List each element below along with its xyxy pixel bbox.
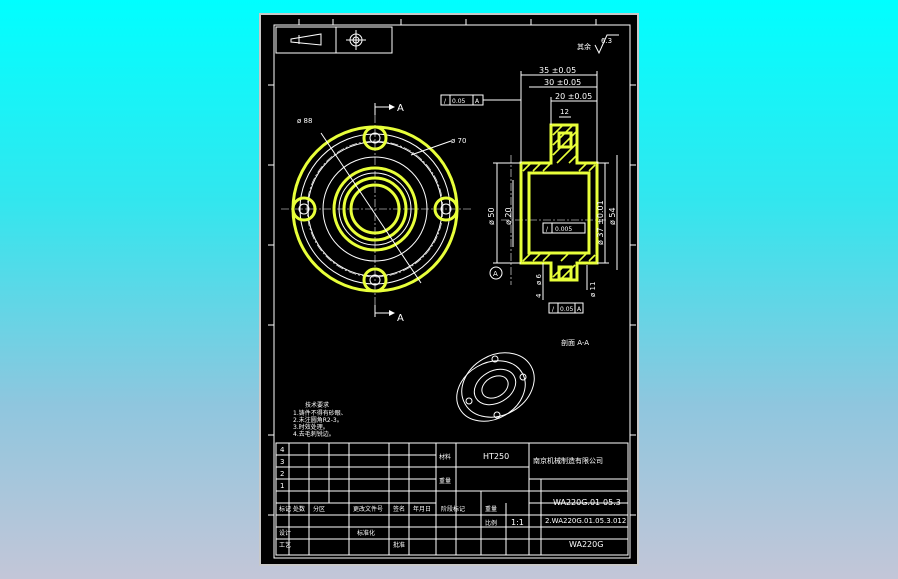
roughness-symbol: 其余 6.3 bbox=[577, 34, 619, 55]
dim-d88: ø 88 bbox=[297, 117, 312, 125]
svg-text:1.铸件不得有砂眼、: 1.铸件不得有砂眼、 bbox=[293, 409, 347, 417]
svg-text:3: 3 bbox=[280, 458, 284, 466]
dim-12: 12 bbox=[560, 108, 569, 116]
svg-text:1: 1 bbox=[280, 482, 284, 490]
svg-text:阶段标记: 阶段标记 bbox=[441, 505, 465, 513]
svg-text:其余: 其余 bbox=[577, 42, 591, 51]
svg-text:标记: 标记 bbox=[279, 505, 291, 513]
dim-d50: ø 50 bbox=[487, 207, 496, 225]
svg-text:/: / bbox=[552, 306, 555, 313]
svg-text:/: / bbox=[546, 226, 549, 233]
front-view: ø 88 ø 70 A A bbox=[281, 103, 471, 324]
dim-20: 20 ±0.05 bbox=[555, 92, 592, 101]
svg-text:批准: 批准 bbox=[393, 541, 405, 549]
dim-d11: ø 11 bbox=[589, 282, 597, 297]
border-ticks bbox=[268, 19, 636, 516]
bolt-holes bbox=[291, 125, 459, 293]
svg-text:A: A bbox=[475, 98, 480, 105]
dim-d20: ø 20 bbox=[504, 207, 513, 225]
technical-notes: 技术要求 1.铸件不得有砂眼、 2.未注圆角R2-3。 3.时效处理。 4.去毛… bbox=[293, 401, 347, 438]
svg-text:材料: 材料 bbox=[439, 453, 451, 461]
svg-text:0.005: 0.005 bbox=[555, 226, 572, 233]
drawing-sheet: 其余 6.3 ø 88 ø 70 A A bbox=[259, 13, 639, 566]
tolerance-frame-bottom: / 0.05 A bbox=[548, 302, 584, 314]
svg-text:签名: 签名 bbox=[393, 505, 405, 513]
part-number: 2.WA220G.01.05.3.012 bbox=[545, 517, 626, 525]
isometric-view bbox=[456, 352, 535, 422]
svg-text:4: 4 bbox=[280, 446, 285, 454]
cad-drawing: 其余 6.3 ø 88 ø 70 A A bbox=[268, 19, 636, 559]
svg-text:处数: 处数 bbox=[293, 505, 305, 513]
tolerance-frame-mid: / 0.005 bbox=[542, 222, 586, 234]
svg-text:重量: 重量 bbox=[485, 505, 497, 513]
dim-4: 4 bbox=[535, 293, 543, 298]
dim-35: 35 ±0.05 bbox=[539, 66, 576, 75]
svg-text:6.3: 6.3 bbox=[601, 37, 612, 45]
svg-text:A: A bbox=[493, 270, 498, 278]
bore-circle bbox=[349, 183, 401, 235]
drawing-border bbox=[273, 24, 631, 559]
section-view: 35 ±0.05 30 ±0.05 20 ±0.05 12 / 0.05 A /… bbox=[440, 66, 618, 347]
svg-text:重量: 重量 bbox=[439, 477, 451, 485]
svg-text:更改文件号: 更改文件号 bbox=[353, 505, 383, 513]
svg-text:2.未注圆角R2-3。: 2.未注圆角R2-3。 bbox=[293, 416, 343, 424]
dim-d54: ø 54 bbox=[608, 207, 617, 225]
section-label-bottom: A bbox=[397, 313, 404, 324]
svg-text:剖面 A-A: 剖面 A-A bbox=[561, 338, 589, 347]
material-value: HT250 bbox=[483, 452, 509, 461]
svg-text:年月日: 年月日 bbox=[413, 505, 431, 513]
tolerance-frame-top: / 0.05 A bbox=[440, 94, 521, 106]
dim-d70: ø 70 bbox=[451, 137, 466, 145]
title-block: 4 3 2 1 材料 重量 标记 处数 分区 更改文件号 签名 年月日 设计 工… bbox=[275, 442, 629, 556]
svg-text:0.05: 0.05 bbox=[452, 98, 466, 105]
scale-value: 1:1 bbox=[511, 518, 524, 527]
svg-text:设计: 设计 bbox=[279, 529, 291, 537]
model-name: WA220G bbox=[569, 540, 603, 549]
svg-text:分区: 分区 bbox=[313, 505, 325, 513]
hub-circle bbox=[332, 166, 418, 252]
svg-text:4.去毛刺锐边。: 4.去毛刺锐边。 bbox=[293, 430, 335, 438]
svg-text:3.时效处理。: 3.时效处理。 bbox=[293, 423, 329, 431]
svg-text:2: 2 bbox=[280, 470, 284, 478]
dim-30: 30 ±0.05 bbox=[544, 78, 581, 87]
svg-text:/: / bbox=[444, 98, 447, 105]
company-name: 南京机械制造有限公司 bbox=[533, 456, 603, 465]
svg-text:0.05: 0.05 bbox=[560, 306, 574, 313]
svg-text:A: A bbox=[577, 306, 582, 313]
section-label-top: A bbox=[397, 103, 404, 114]
svg-text:比例: 比例 bbox=[485, 519, 497, 527]
dim-d6: ø 6 bbox=[535, 273, 543, 285]
drawing-number: WA220G.01-05.3 bbox=[553, 498, 621, 507]
svg-text:标准化: 标准化 bbox=[357, 529, 375, 537]
dim-d37: ø 37 ±0.01 bbox=[596, 200, 605, 245]
svg-text:技术要求: 技术要求 bbox=[305, 401, 329, 409]
projection-symbol bbox=[275, 26, 393, 54]
svg-text:工艺: 工艺 bbox=[279, 541, 291, 549]
datum-marker bbox=[489, 266, 503, 280]
